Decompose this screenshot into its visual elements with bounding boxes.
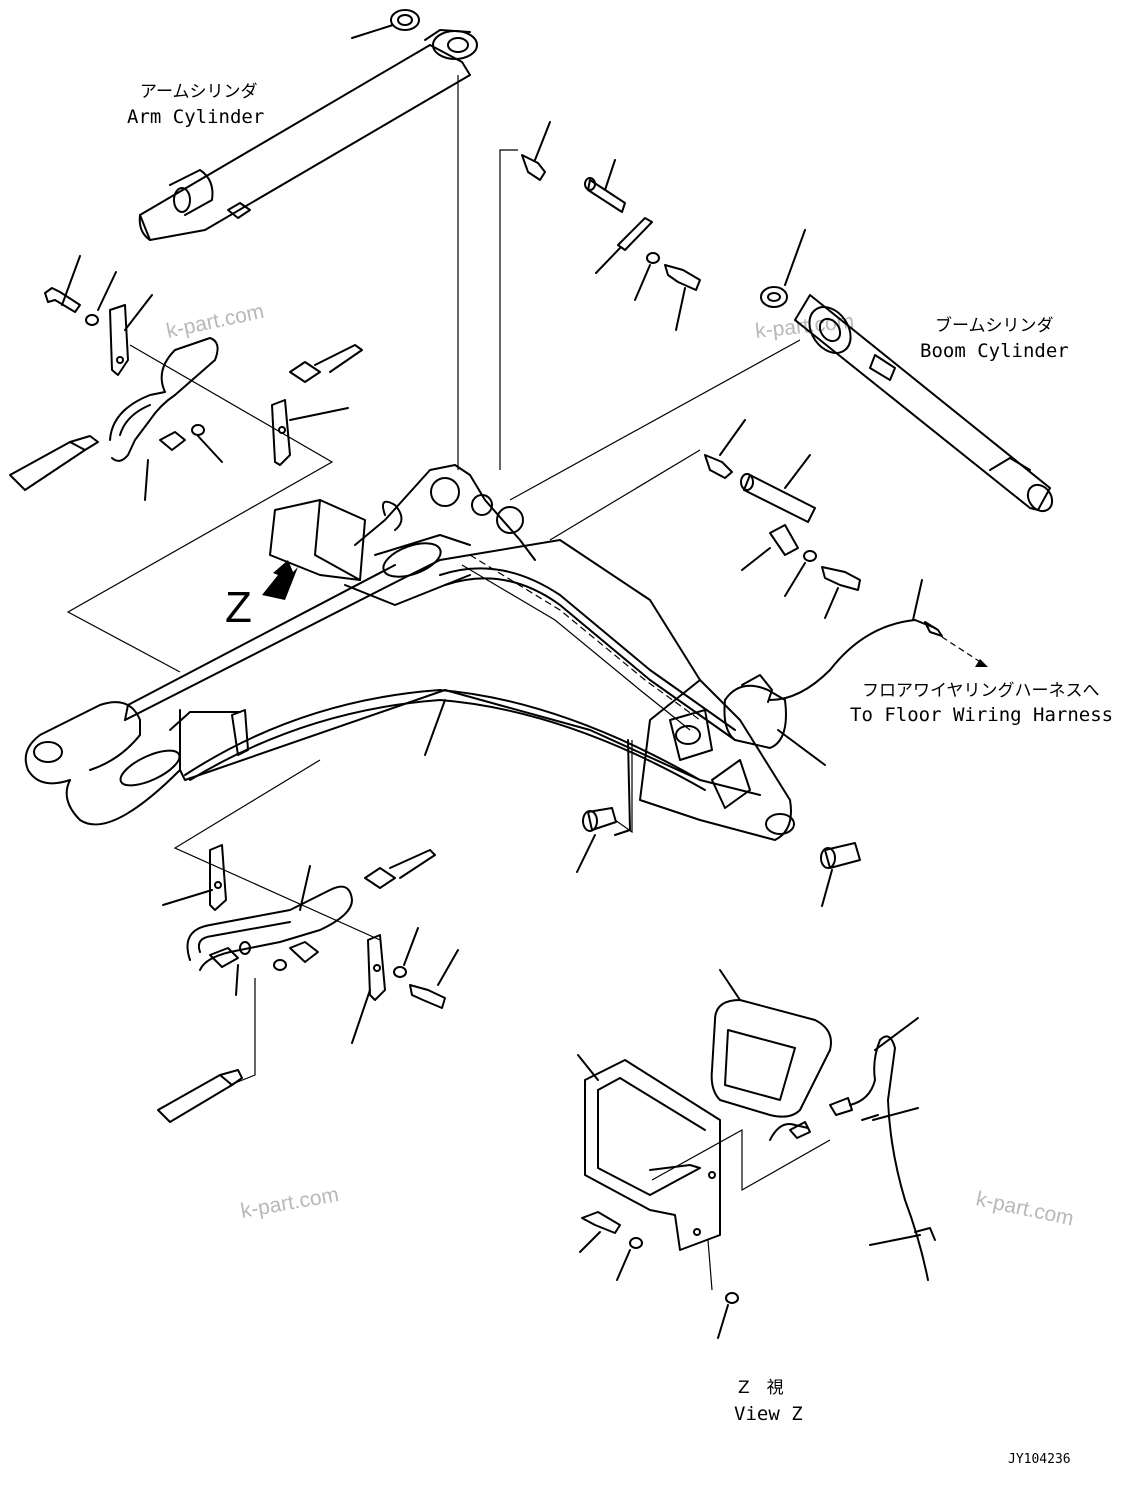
pin-right: [740, 454, 816, 523]
watermark-bottom-left: k-part.com: [239, 1183, 341, 1223]
view-z-lamp-harness: [769, 1017, 936, 1281]
watermark-top-left: k-part.com: [164, 300, 266, 343]
arm-cylinder-washer: [351, 9, 420, 39]
oring-bottom-left: [273, 959, 287, 971]
watermark-bottom-right: k-part.com: [974, 1187, 1076, 1230]
grease-fitting-right: [704, 419, 746, 479]
assembly-line-top-center: [499, 149, 518, 470]
drawing-code: JY104236: [1008, 1452, 1071, 1467]
hose-tube-bottom-left: [186, 865, 353, 971]
lock-plate-right: [741, 524, 799, 571]
view-z-label-en: View Z: [734, 1403, 803, 1425]
assembly-line-top-left: [66, 344, 334, 673]
boom-leader: [424, 699, 446, 756]
bolt-top-center: [664, 264, 701, 331]
boom-cylinder: [794, 294, 1054, 513]
view-z-guard: [577, 1054, 721, 1251]
boom: [24, 464, 795, 841]
assembly-line-right: [549, 449, 701, 541]
arm-cylinder-label-jp: アームシリンダ: [140, 82, 257, 102]
assembly-line-bottom-left: [173, 759, 381, 941]
oring-top-left: [191, 424, 223, 463]
clamp-bottom-right: [351, 934, 386, 1044]
washer-top-left: [85, 271, 117, 326]
bolt-top-left: [44, 255, 81, 313]
arm-cylinder: [138, 29, 478, 241]
z-marker-label: Z: [225, 583, 252, 632]
arm-cylinder-label-en: Arm Cylinder: [127, 106, 264, 128]
washer-bottom: [393, 927, 419, 978]
hose-end-bottom-left: [364, 849, 436, 889]
view-z-arrow: [262, 560, 298, 600]
washer-top-center: [634, 252, 660, 301]
light-harness: [769, 579, 988, 701]
view-z-bolt: [579, 1211, 621, 1253]
clamp-bottom-left: [162, 844, 227, 911]
lock-plate-top: [595, 217, 653, 274]
light-box-on-boom: [269, 499, 366, 581]
hose-top-left: [9, 344, 363, 491]
view-z-label-jp: Z 視: [738, 1378, 784, 1398]
view-z-washer-bottom: [707, 1239, 739, 1339]
bolt-right: [821, 566, 861, 619]
boom-cylinder-label-jp: ブームシリンダ: [935, 315, 1054, 336]
grease-fitting-top: [521, 121, 551, 181]
hose-fitting-bottom-center: [289, 941, 319, 963]
boom-cylinder-label-en: Boom Cylinder: [920, 340, 1069, 362]
hose-tube-top-left: [109, 337, 219, 462]
view-z-washer: [616, 1237, 643, 1281]
hose-bottom-left: [157, 978, 256, 1123]
washer-right: [784, 550, 817, 597]
bolt-bottom: [409, 949, 459, 1009]
floor-harness-label-en: To Floor Wiring Harness: [850, 704, 1113, 726]
hose-fitting-top-left: [144, 431, 186, 501]
clamp-top-left: [109, 294, 153, 376]
assembly-line-view-z: [651, 1128, 831, 1192]
bushing-right: [820, 842, 861, 907]
boom-cylinder-washer: [760, 229, 806, 308]
clamp-top-right: [271, 399, 349, 466]
view-z-lamp: [710, 969, 832, 1118]
floor-harness-label-jp: フロアワイヤリングハーネスへ: [862, 681, 1100, 701]
hose-fitting-bottom-left: [209, 941, 251, 996]
assembly-line-boom-cylinder: [509, 339, 801, 501]
pin-top: [584, 159, 626, 213]
bushing-left: [576, 740, 633, 873]
work-light: [723, 674, 826, 766]
